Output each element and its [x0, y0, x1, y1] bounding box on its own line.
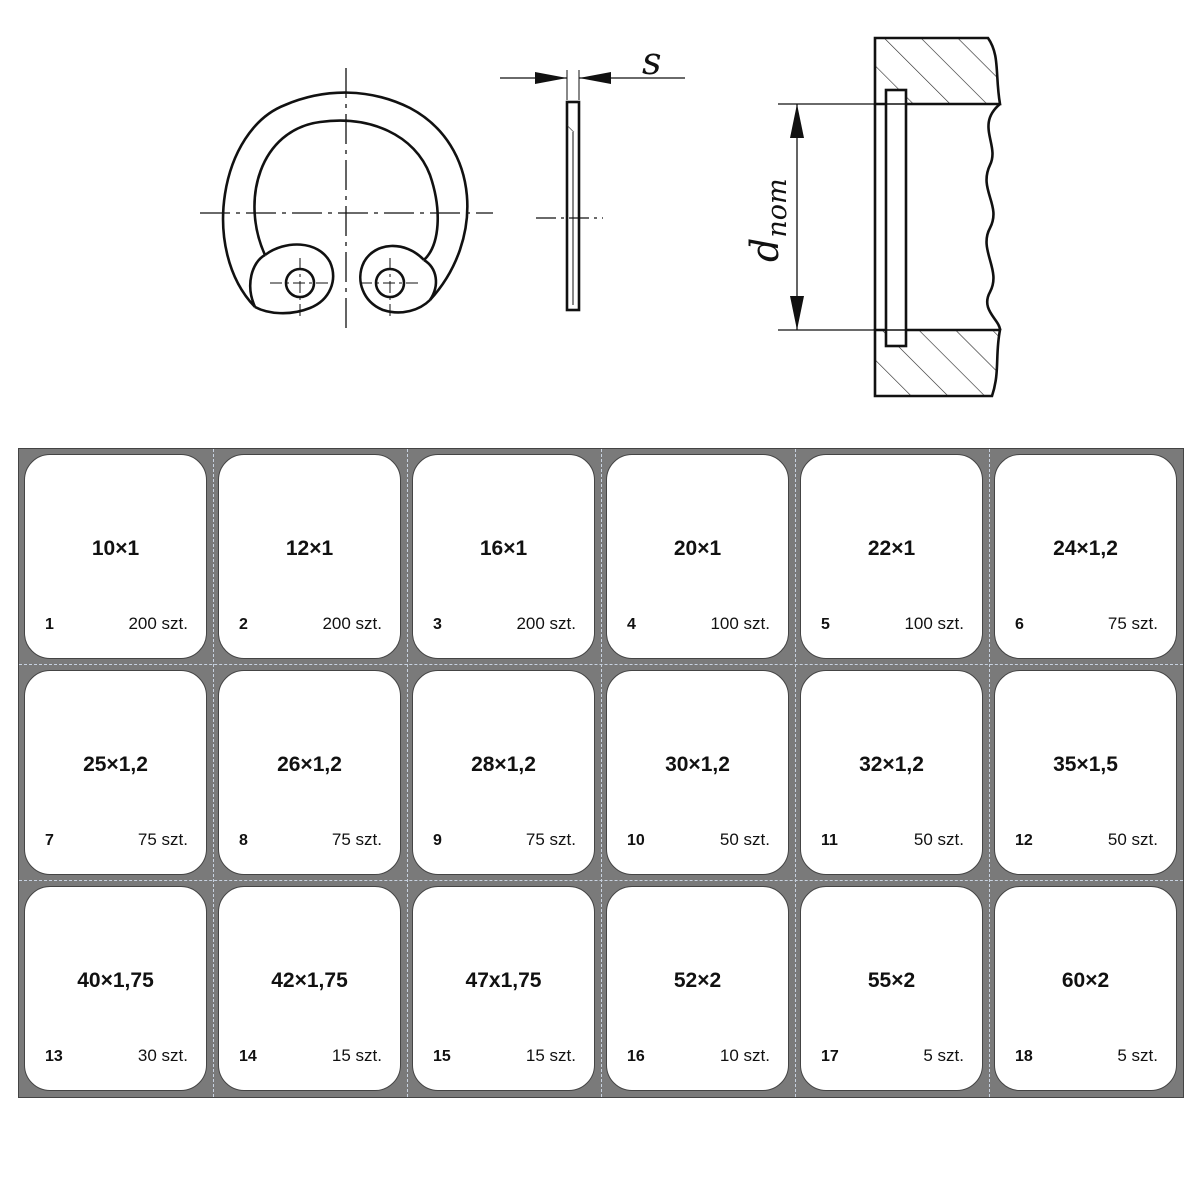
compartment-12[interactable]: 35×1,5 12 50 szt. — [994, 670, 1177, 875]
tray-divider — [407, 449, 408, 1097]
compartment-11[interactable]: 32×1,2 11 50 szt. — [800, 670, 983, 875]
compartment-quantity: 200 szt. — [128, 614, 188, 633]
compartment-quantity: 200 szt. — [516, 614, 576, 633]
compartment-5[interactable]: 22×1 5 100 szt. — [800, 454, 983, 659]
compartment-quantity: 100 szt. — [710, 614, 770, 633]
compartment-size: 20×1 — [673, 537, 722, 560]
compartment-number: 3 — [433, 616, 442, 633]
compartment-quantity: 200 szt. — [322, 614, 382, 633]
compartment-number: 5 — [821, 616, 830, 633]
tray-divider — [19, 664, 1183, 665]
tray-divider — [19, 880, 1183, 881]
compartment-size: 30×1,2 — [665, 753, 730, 776]
compartment-number: 9 — [433, 832, 442, 849]
compartment-number: 15 — [433, 1048, 451, 1065]
compartment-16[interactable]: 52×2 16 10 szt. — [606, 886, 789, 1091]
tray-divider — [213, 449, 214, 1097]
compartment-quantity: 50 szt. — [1107, 830, 1158, 849]
compartment-quantity: 100 szt. — [904, 614, 964, 633]
tray-divider — [795, 449, 796, 1097]
compartment-quantity: 30 szt. — [137, 1046, 188, 1065]
compartment-quantity: 5 szt. — [1117, 1046, 1158, 1065]
diameter-label: dnom — [743, 178, 793, 262]
compartment-size: 26×1,2 — [277, 753, 342, 776]
compartment-quantity: 10 szt. — [719, 1046, 770, 1065]
compartment-size: 40×1,75 — [77, 969, 154, 992]
tray-divider — [601, 449, 602, 1097]
compartment-9[interactable]: 28×1,2 9 75 szt. — [412, 670, 595, 875]
ring-front-view — [200, 68, 493, 330]
compartment-17[interactable]: 55×2 17 5 szt. — [800, 886, 983, 1091]
compartment-size: 47x1,75 — [465, 969, 542, 992]
compartment-quantity: 50 szt. — [719, 830, 770, 849]
compartment-quantity: 15 szt. — [331, 1046, 382, 1065]
compartment-number: 14 — [239, 1048, 257, 1065]
compartment-14[interactable]: 42×1,75 14 15 szt. — [218, 886, 401, 1091]
compartment-1[interactable]: 10×1 1 200 szt. — [24, 454, 207, 659]
compartment-size: 12×1 — [285, 537, 334, 560]
compartment-8[interactable]: 26×1,2 8 75 szt. — [218, 670, 401, 875]
compartment-size: 16×1 — [479, 537, 528, 560]
compartment-size: 22×1 — [867, 537, 916, 560]
compartment-size: 24×1,2 — [1053, 537, 1118, 560]
compartment-quantity: 75 szt. — [525, 830, 576, 849]
compartment-number: 18 — [1015, 1048, 1033, 1065]
compartment-10[interactable]: 30×1,2 10 50 szt. — [606, 670, 789, 875]
compartment-number: 16 — [627, 1048, 645, 1065]
compartment-number: 13 — [45, 1048, 63, 1065]
compartment-size: 25×1,2 — [83, 753, 148, 776]
technical-drawings: s dnom — [200, 36, 1002, 398]
compartment-18[interactable]: 60×2 18 5 szt. — [994, 886, 1177, 1091]
compartment-size: 35×1,5 — [1053, 753, 1118, 776]
bore-section-view: dnom — [743, 36, 1002, 398]
tray-divider — [989, 449, 990, 1097]
compartment-quantity: 75 szt. — [331, 830, 382, 849]
compartment-quantity: 50 szt. — [913, 830, 964, 849]
compartment-size: 55×2 — [867, 969, 916, 992]
compartment-3[interactable]: 16×1 3 200 szt. — [412, 454, 595, 659]
compartment-number: 10 — [627, 832, 645, 849]
compartment-number: 2 — [239, 616, 248, 633]
assortment-tray: 10×1 1 200 szt. 12×1 2 200 szt. 16×1 3 2… — [18, 448, 1184, 1098]
compartment-number: 17 — [821, 1048, 839, 1065]
compartment-number: 12 — [1015, 832, 1033, 849]
compartment-size: 28×1,2 — [471, 753, 536, 776]
compartment-number: 7 — [45, 832, 54, 849]
compartment-7[interactable]: 25×1,2 7 75 szt. — [24, 670, 207, 875]
compartment-number: 6 — [1015, 616, 1024, 633]
compartment-number: 8 — [239, 832, 248, 849]
compartment-6[interactable]: 24×1,2 6 75 szt. — [994, 454, 1177, 659]
ring-side-view: s — [500, 39, 685, 312]
compartment-4[interactable]: 20×1 4 100 szt. — [606, 454, 789, 659]
compartment-number: 1 — [45, 616, 54, 633]
compartment-quantity: 75 szt. — [1107, 614, 1158, 633]
compartment-13[interactable]: 40×1,75 13 30 szt. — [24, 886, 207, 1091]
compartment-size: 32×1,2 — [859, 753, 924, 776]
compartment-number: 4 — [627, 616, 636, 633]
compartment-quantity: 15 szt. — [525, 1046, 576, 1065]
thickness-label: s — [642, 39, 662, 83]
compartment-2[interactable]: 12×1 2 200 szt. — [218, 454, 401, 659]
compartment-quantity: 5 szt. — [923, 1046, 964, 1065]
compartment-size: 10×1 — [91, 537, 140, 560]
compartment-size: 52×2 — [673, 969, 722, 992]
diameter-label-main: d — [743, 238, 787, 262]
compartment-15[interactable]: 47x1,75 15 15 szt. — [412, 886, 595, 1091]
compartment-size: 42×1,75 — [271, 969, 348, 992]
compartment-size: 60×2 — [1061, 969, 1110, 992]
compartment-number: 11 — [821, 832, 838, 849]
diameter-label-sub: nom — [762, 178, 793, 237]
compartment-quantity: 75 szt. — [137, 830, 188, 849]
